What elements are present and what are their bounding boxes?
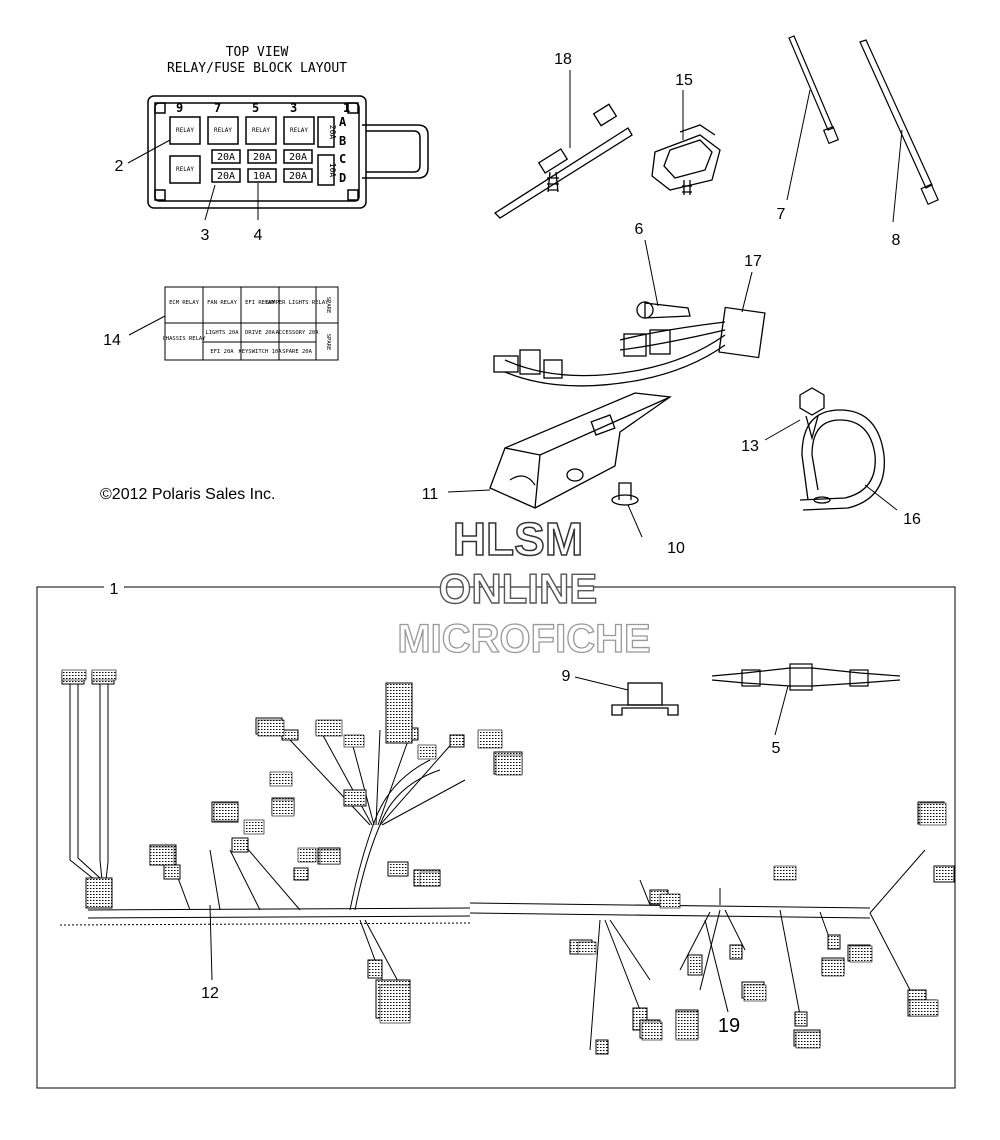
cable-tie-small bbox=[788, 35, 840, 145]
watermark: HLSM ONLINE MICROFICHE bbox=[397, 512, 652, 661]
svg-text:CHASSIS RELAY: CHASSIS RELAY bbox=[162, 336, 206, 342]
fuse-label-card-text: ECM RELAY FAN RELAY EFI RELAY BUMPER LIG… bbox=[162, 297, 331, 355]
callout-12: 12 bbox=[201, 985, 219, 1002]
svg-text:20A: 20A bbox=[217, 171, 235, 182]
svg-text:BUMPER LIGHTS RELAY: BUMPER LIGHTS RELAY bbox=[266, 300, 330, 306]
callout-2: 2 bbox=[115, 158, 124, 175]
callouts: 1 2 3 4 5 6 7 8 9 10 11 12 13 14 15 16 1… bbox=[103, 51, 921, 1037]
svg-text:3: 3 bbox=[290, 101, 297, 115]
svg-text:RELAY: RELAY bbox=[176, 166, 194, 173]
connector-clip bbox=[651, 124, 721, 195]
callout-10: 10 bbox=[667, 540, 685, 557]
cable-tie-large bbox=[859, 39, 939, 206]
svg-text:10A: 10A bbox=[328, 163, 337, 178]
callout-5: 5 bbox=[772, 740, 781, 757]
svg-text:9: 9 bbox=[176, 101, 183, 115]
svg-text:D: D bbox=[339, 171, 346, 185]
svg-text:B: B bbox=[339, 134, 346, 148]
callout-17: 17 bbox=[744, 253, 762, 270]
svg-text:20A: 20A bbox=[289, 171, 307, 182]
svg-text:RELAY: RELAY bbox=[214, 127, 232, 134]
svg-text:SPARE 20A: SPARE 20A bbox=[282, 349, 312, 355]
svg-text:C: C bbox=[339, 152, 346, 166]
callout-3: 3 bbox=[201, 227, 210, 244]
callout-4: 4 bbox=[254, 227, 263, 244]
callout-16: 16 bbox=[903, 511, 921, 528]
copyright-notice: ©2012 Polaris Sales Inc. bbox=[100, 486, 275, 503]
relay-module bbox=[611, 682, 679, 716]
svg-text:KEYSWITCH 10A: KEYSWITCH 10A bbox=[238, 349, 282, 355]
callout-11: 11 bbox=[422, 486, 439, 503]
callout-14: 14 bbox=[103, 332, 121, 349]
svg-text:RELAY: RELAY bbox=[176, 127, 194, 134]
connector-info-tables bbox=[61, 669, 947, 1049]
svg-text:A: A bbox=[339, 115, 347, 129]
callout-8: 8 bbox=[892, 232, 901, 249]
watermark-line-3: MICROFICHE bbox=[397, 617, 650, 661]
harness-panel-frame bbox=[36, 586, 956, 1089]
svg-text:DRIVE 20A: DRIVE 20A bbox=[245, 330, 275, 336]
mounting-bracket bbox=[489, 392, 672, 509]
watermark-line-2: ONLINE bbox=[439, 565, 598, 612]
callout-19: 19 bbox=[718, 1015, 740, 1037]
svg-text:ECM RELAY: ECM RELAY bbox=[169, 300, 199, 306]
callout-13: 13 bbox=[741, 438, 759, 455]
callout-9: 9 bbox=[562, 668, 571, 685]
svg-text:RELAY: RELAY bbox=[290, 127, 308, 134]
leader-lines bbox=[114, 70, 903, 1013]
inline-fuse-holder bbox=[711, 663, 901, 691]
fuse-block-title-line1: TOP VIEW bbox=[226, 45, 289, 60]
callout-6: 6 bbox=[635, 221, 644, 238]
fuse-block-numbers: 9 7 5 3 1 A B C D bbox=[176, 101, 350, 185]
callout-1: 1 bbox=[110, 581, 119, 598]
svg-text:20A: 20A bbox=[217, 152, 235, 163]
svg-text:20A: 20A bbox=[289, 152, 307, 163]
watermark-line-1: HLSM bbox=[453, 513, 583, 565]
screw bbox=[799, 387, 825, 441]
svg-text:FAN RELAY: FAN RELAY bbox=[207, 300, 237, 306]
relay-fuse-block bbox=[147, 95, 429, 209]
cable-tie-pushmount bbox=[493, 103, 633, 219]
svg-text:EFI RELAY: EFI RELAY bbox=[245, 300, 275, 306]
fuse-block-title-line2: RELAY/FUSE BLOCK LAYOUT bbox=[167, 61, 347, 76]
callout-15: 15 bbox=[675, 72, 693, 89]
harness-adapter bbox=[493, 301, 766, 387]
chassis-wiring-harness bbox=[469, 801, 955, 1055]
svg-text:SPARE: SPARE bbox=[325, 297, 331, 314]
callout-18: 18 bbox=[554, 51, 572, 68]
callout-7: 7 bbox=[777, 206, 786, 223]
svg-text:RELAY: RELAY bbox=[252, 127, 270, 134]
push-rivet bbox=[611, 482, 639, 506]
fuse-block-labels: RELAY RELAY RELAY RELAY RELAY bbox=[176, 127, 308, 173]
svg-text:20A: 20A bbox=[253, 152, 271, 163]
svg-text:5: 5 bbox=[252, 101, 259, 115]
svg-text:ACCESSORY 20A: ACCESSORY 20A bbox=[275, 330, 319, 336]
svg-text:10A: 10A bbox=[253, 171, 271, 182]
svg-text:1: 1 bbox=[343, 101, 350, 115]
svg-text:EFI 20A: EFI 20A bbox=[210, 349, 234, 355]
fuse-ratings: 20A 20A 20A 20A 10A 20A 20A 10A bbox=[217, 125, 337, 182]
svg-text:7: 7 bbox=[214, 101, 221, 115]
p-clamp bbox=[799, 409, 885, 511]
svg-text:SPARE: SPARE bbox=[325, 334, 331, 351]
main-wiring-harness bbox=[59, 671, 523, 1019]
fuse-label-card bbox=[164, 286, 339, 361]
svg-text:20A: 20A bbox=[328, 125, 337, 140]
svg-text:LIGHTS 20A: LIGHTS 20A bbox=[205, 330, 239, 336]
